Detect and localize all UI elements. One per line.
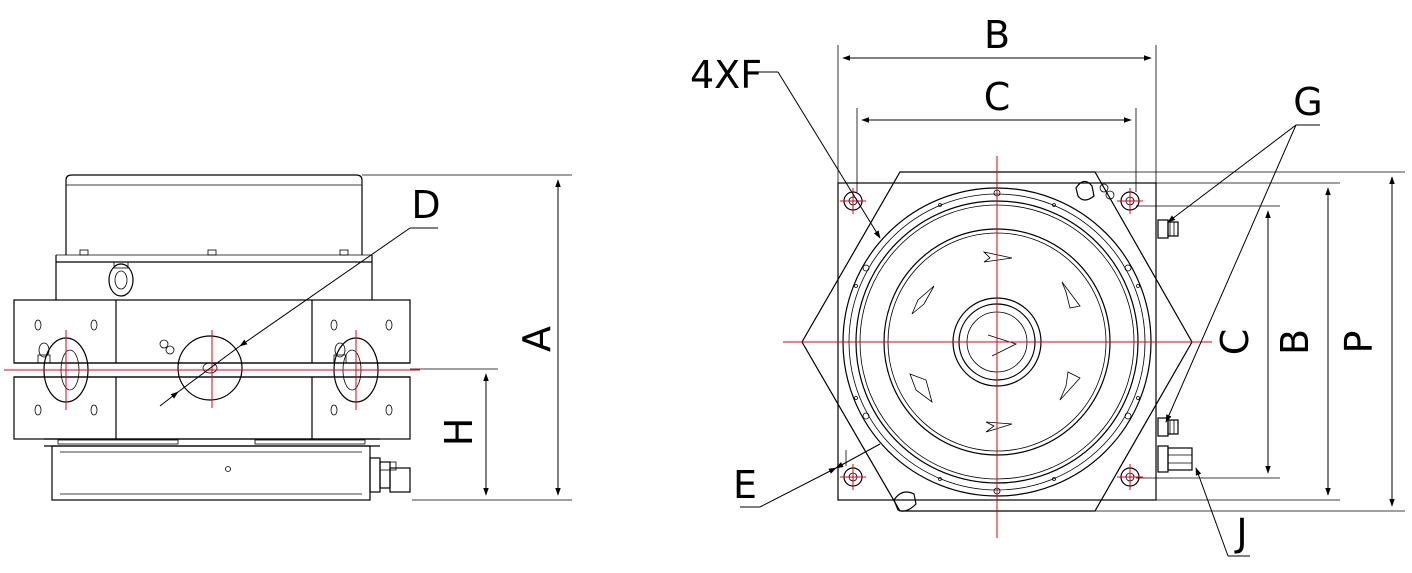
disc-arrows	[909, 251, 1081, 433]
label-b-side: B	[1273, 329, 1317, 355]
dim-e: E	[733, 443, 881, 508]
label-p: P	[1337, 331, 1381, 354]
label-g: G	[1293, 80, 1322, 124]
dim-a: A	[362, 174, 572, 501]
label-a: A	[515, 326, 559, 352]
ring-eyebolts	[893, 180, 1115, 512]
dim-b-side: B	[1156, 182, 1340, 501]
side-centerlines	[4, 330, 420, 410]
label-b-top: B	[984, 13, 1010, 57]
fitting-j	[1157, 445, 1193, 473]
corner-bolts	[840, 188, 1143, 490]
base	[44, 438, 380, 501]
label-e: E	[733, 463, 757, 507]
dim-c-top: C	[856, 75, 1137, 192]
base-fitting	[369, 457, 411, 493]
eyebolt-top	[108, 261, 134, 297]
bore	[177, 335, 243, 401]
upper-clamp	[13, 299, 411, 364]
dim-p: P	[1095, 171, 1405, 512]
label-h: H	[437, 418, 481, 447]
dim-g: G	[1165, 80, 1323, 423]
dim-h: H	[410, 368, 498, 496]
label-f: 4XF	[690, 53, 762, 97]
side-view: A H D	[4, 174, 572, 501]
dim-d: D	[159, 183, 441, 407]
top-view: B C 4XF G E	[690, 13, 1405, 557]
top-centerlines	[783, 156, 1212, 538]
fitting-upper	[1157, 219, 1179, 239]
label-c-top: C	[984, 75, 1011, 119]
dim-b-top: B	[837, 13, 1157, 183]
label-c-side: C	[1213, 329, 1257, 356]
dim-f: 4XF	[690, 53, 881, 239]
label-j: J	[1234, 511, 1247, 555]
fitting-lower	[1157, 417, 1179, 437]
label-d: D	[411, 183, 440, 227]
dim-j: J	[1195, 467, 1250, 557]
dim-c-side: C	[1136, 205, 1280, 479]
top-housing	[55, 174, 373, 300]
